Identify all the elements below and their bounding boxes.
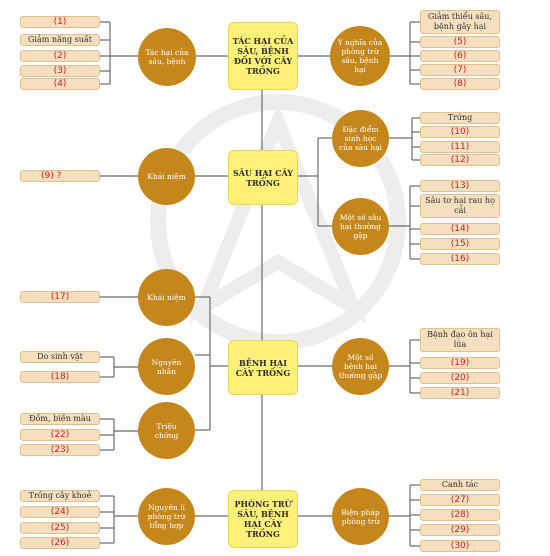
answer-box-30: (30) xyxy=(420,540,500,552)
answer-box-25: (25) xyxy=(20,522,100,534)
answer-box-23: (23) xyxy=(20,444,100,456)
label-box-do-sinh-vat: Do sinh vật xyxy=(20,351,100,363)
answer-box-17: (17) xyxy=(20,291,100,303)
answer-box-14: (14) xyxy=(420,223,500,235)
answer-box-27: (27) xyxy=(420,494,500,506)
answer-box-9: (9) ? xyxy=(20,170,100,182)
core-node-sau-hai: SÂU HẠI CÂY TRỒNG xyxy=(228,150,298,205)
answer-box-11: (11) xyxy=(420,141,500,153)
answer-box-7: (7) xyxy=(420,64,500,76)
circle-nguyen-li: Nguyên lí phòng trừ tổng hợp xyxy=(138,488,195,545)
circle-trieu-chung: Triệu chứng xyxy=(138,402,195,459)
answer-box-15: (15) xyxy=(420,238,500,250)
answer-box-1: (1) xyxy=(20,16,100,28)
answer-box-6: (6) xyxy=(420,50,500,62)
circle-nguyen-nhan: Nguyên nhân xyxy=(138,338,195,395)
answer-box-16: (16) xyxy=(420,253,500,265)
answer-box-22: (22) xyxy=(20,429,100,441)
label-box-giam-thieu: Giảm thiểu sâu, bệnh gây hại xyxy=(420,10,500,34)
core-node-phong-tru: PHÒNG TRỪ SÂU, BỆNH HẠI CÂY TRỒNG xyxy=(228,490,298,548)
core-node-benh-hai: BỆNH HẠI CÂY TRỒNG xyxy=(228,340,298,395)
answer-box-29: (29) xyxy=(420,524,500,536)
answer-box-28: (28) xyxy=(420,509,500,521)
answer-box-20: (20) xyxy=(420,372,500,384)
answer-box-18: (18) xyxy=(20,371,100,383)
circle-khai-niem-benh: Khái niệm xyxy=(138,269,195,326)
circle-y-nghia: Ý nghĩa của phòng trừ sâu, bệnh hại xyxy=(330,26,390,86)
circle-tac-hai: Tác hại của sâu, bệnh xyxy=(138,28,196,86)
answer-box-8: (8) xyxy=(420,78,500,90)
label-box-trung: Trứng xyxy=(420,112,500,124)
answer-box-12: (12) xyxy=(420,154,500,166)
answer-box-4: (4) xyxy=(20,78,100,90)
label-box-trong-cay: Trồng cây khoẻ xyxy=(20,490,100,502)
label-box-dom: Đốm, biến màu xyxy=(20,413,100,425)
label-box-sau-to: Sâu tơ hại rau họ cải xyxy=(420,194,500,218)
circle-mot-so-sau: Một số sâu hại thường gặp xyxy=(332,198,389,255)
circle-mot-so-benh: Một số bệnh hại thường gặp xyxy=(332,338,389,395)
circle-khai-niem-sau: Khái niệm xyxy=(138,148,195,205)
label-box-canh-tac: Canh tác xyxy=(420,479,500,491)
circle-dac-diem: Đặc điểm sinh học của sâu hại xyxy=(332,110,389,167)
answer-box-3: (3) xyxy=(20,65,100,77)
circle-bien-phap: Biện pháp phòng trừ xyxy=(332,488,389,545)
answer-box-2: (2) xyxy=(20,50,100,62)
answer-box-5: (5) xyxy=(420,36,500,48)
answer-box-10: (10) xyxy=(420,126,500,138)
core-node-tac-hai: TÁC HẠI CỦA SÂU, BỆNH ĐỐI VỚI CÂY TRỒNG xyxy=(228,22,298,90)
label-box-giam-nang-suat: Giảm năng suất xyxy=(20,34,100,46)
answer-box-21: (21) xyxy=(420,387,500,399)
answer-box-26: (26) xyxy=(20,537,100,549)
answer-box-19: (19) xyxy=(420,357,500,369)
label-box-benh-dao-on: Bệnh đạo ôn hại lúa xyxy=(420,328,500,352)
answer-box-13: (13) xyxy=(420,180,500,192)
answer-box-24: (24) xyxy=(20,506,100,518)
